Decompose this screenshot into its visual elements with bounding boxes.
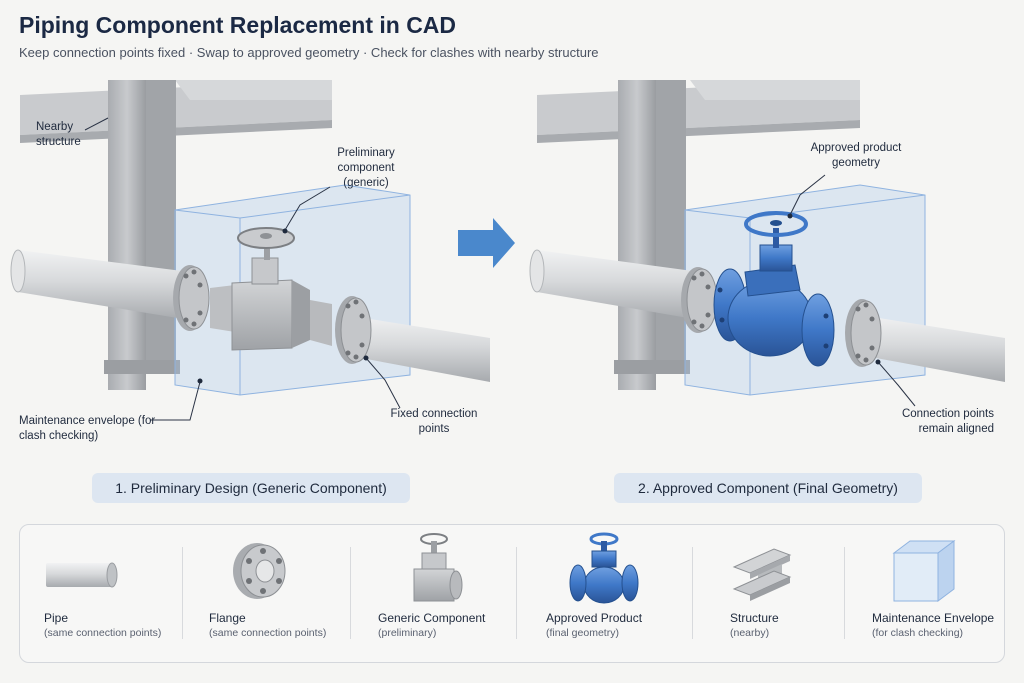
flange-icon	[233, 543, 286, 599]
envelope-box-icon	[892, 540, 956, 602]
left-flange-left	[173, 265, 210, 331]
legend-desc: (final geometry)	[546, 627, 619, 639]
legend-item-approved-product: Approved Product (final geometry)	[546, 525, 696, 662]
legend-name: Maintenance Envelope	[872, 611, 995, 625]
right-flange-left	[681, 267, 718, 333]
diagram-scene	[10, 80, 1005, 421]
legend-desc: (same connection points)	[209, 627, 327, 639]
right-approved-valve	[713, 211, 835, 367]
legend: Pipe (same connection points) Flange (sa…	[19, 524, 1005, 663]
legend-name: Generic Component	[378, 611, 486, 625]
right-flange-right	[845, 299, 882, 367]
legend-name: Pipe	[44, 611, 69, 625]
legend-name: Approved Product	[546, 611, 643, 625]
panel-label-preliminary: 1. Preliminary Design (Generic Component…	[92, 473, 410, 503]
page-subtitle: Keep connection points fixed · Swap to a…	[19, 45, 599, 60]
legend-item-pipe: Pipe (same connection points)	[44, 525, 194, 662]
legend-divider	[692, 547, 693, 639]
right-structure	[537, 80, 860, 390]
approved-valve-icon	[569, 532, 639, 604]
legend-name: Flange	[209, 611, 246, 625]
legend-name: Structure	[730, 611, 779, 625]
left-pipe	[10, 249, 490, 382]
callout-maintenance-envelope: Maintenance envelope (for clash checking…	[19, 415, 156, 442]
legend-divider	[350, 547, 351, 639]
callout-preliminary-component: Preliminary component (generic)	[337, 147, 395, 189]
beam-icon	[732, 548, 792, 601]
callout-fixed-connection-points: Fixed connection points	[390, 408, 478, 435]
left-structure	[20, 80, 332, 390]
left-flange-right	[335, 296, 372, 364]
legend-divider	[844, 547, 845, 639]
right-leader-lines	[787, 174, 916, 407]
page-title: Piping Component Replacement in CAD	[19, 12, 457, 38]
transition-arrow-icon	[458, 218, 515, 268]
legend-desc: (nearby)	[730, 627, 770, 639]
pipe-icon	[46, 562, 118, 588]
legend-item-maintenance-envelope: Maintenance Envelope (for clash checking…	[872, 525, 1002, 662]
callout-approved-product: Approved product geometry	[810, 142, 902, 169]
legend-desc: (same connection points)	[44, 627, 162, 639]
callout-nearby-structure: Nearby structure	[36, 121, 81, 148]
legend-divider	[182, 547, 183, 639]
legend-desc: (for clash checking)	[872, 627, 964, 639]
legend-item-flange: Flange (same connection points)	[209, 525, 359, 662]
left-generic-valve	[210, 227, 332, 351]
legend-divider	[516, 547, 517, 639]
panel-label-approved: 2. Approved Component (Final Geometry)	[614, 473, 922, 503]
legend-item-structure: Structure (nearby)	[730, 525, 850, 662]
right-pipe	[529, 249, 1005, 382]
legend-item-generic-component: Generic Component (preliminary)	[378, 525, 528, 662]
left-leader-lines	[84, 117, 401, 421]
generic-valve-icon	[413, 533, 463, 602]
callout-connection-aligned: Connection points remain aligned	[901, 408, 994, 435]
legend-desc: (preliminary)	[378, 627, 437, 639]
